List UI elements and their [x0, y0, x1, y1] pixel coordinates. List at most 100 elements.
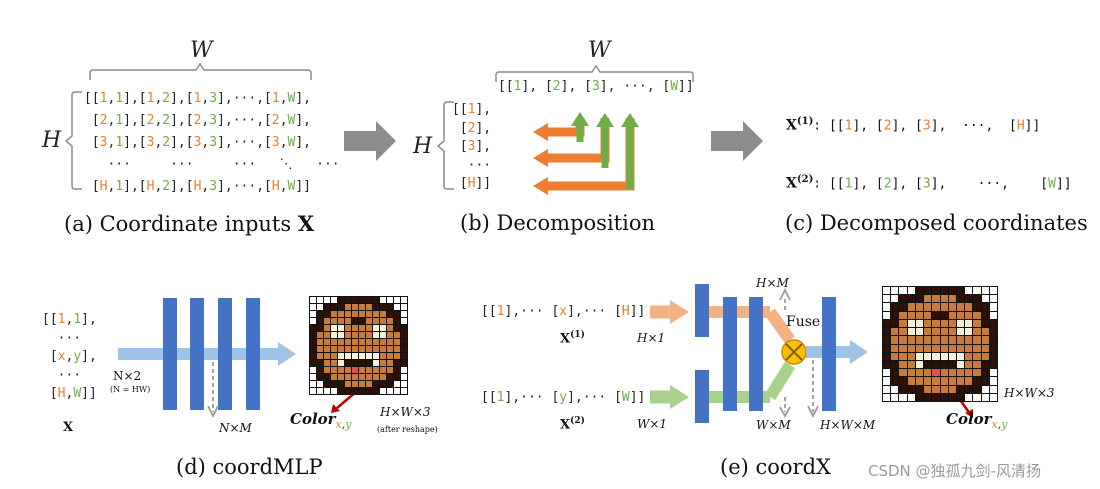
pixel: [373, 339, 379, 345]
bracket-token: : [[: [813, 118, 845, 134]
bracket-token: ],: [295, 135, 312, 150]
col-index-token: 3: [209, 113, 218, 128]
row-index-token: H: [1016, 118, 1025, 134]
pixel: [331, 339, 337, 345]
pixel: [965, 319, 973, 328]
bracket-token: ,: [107, 91, 116, 106]
pixel: [924, 385, 932, 393]
pixel: [352, 388, 358, 394]
pixel: [965, 360, 973, 369]
pixel: [989, 328, 997, 336]
pixel: [899, 377, 907, 385]
coordinate-line: [[1],: [452, 101, 491, 120]
pixel: [352, 304, 358, 310]
row-index-token: 1: [496, 304, 505, 319]
pixel: [352, 311, 358, 317]
bracket-token: ],[: [170, 135, 194, 150]
pixel: [373, 318, 379, 324]
pixel: [907, 319, 915, 328]
bracket-token: ,: [154, 91, 163, 106]
coordinate-line: ···: [452, 157, 492, 176]
pixel: [317, 353, 323, 359]
pixel: [387, 311, 393, 317]
pixel: [965, 311, 973, 319]
pixel: [401, 360, 407, 366]
pixel: [373, 367, 379, 373]
pixel: [883, 336, 891, 344]
pixel: [891, 328, 899, 336]
pixel: [965, 393, 973, 401]
caption-c: (c) Decomposed coordinates: [785, 211, 1088, 235]
pixel: [883, 369, 891, 377]
bracket-token: ,: [279, 135, 288, 150]
pixel: [932, 328, 940, 336]
pixel: [387, 367, 393, 373]
x2-input-row: [[1],··· [y],··· [W]]: [481, 390, 645, 405]
coordmlp-network: [118, 298, 358, 419]
bracket-token: ],···,[: [217, 135, 272, 150]
pixel: [883, 319, 891, 328]
row-index-token: 2: [99, 113, 108, 128]
bracket-token: ],··· [: [567, 390, 622, 405]
watermark: CSDN @独孤九剑-风清扬: [868, 462, 1041, 480]
pixel: [924, 311, 932, 319]
pixel: [324, 360, 330, 366]
pixel: [387, 381, 393, 387]
bracket-token: ,: [107, 179, 116, 194]
pixel: [989, 377, 997, 385]
pixel: [324, 353, 330, 359]
pixel: [373, 374, 379, 380]
hxm-label: H×M: [756, 276, 789, 290]
pixel: [366, 353, 372, 359]
wxm-label: W×M: [756, 418, 791, 432]
pixel: [899, 319, 907, 328]
pixel: [924, 369, 932, 377]
pixel: [973, 303, 981, 311]
pixel: [310, 360, 316, 366]
hxwx3-label-e: H×W×3: [1004, 386, 1055, 400]
pixel: [394, 353, 400, 359]
pixel: [924, 328, 932, 336]
pixel: [940, 369, 948, 377]
bracket-token: ],: [475, 139, 492, 154]
fuse-label: Fuse: [786, 314, 821, 330]
pixel: [924, 352, 932, 360]
row-index-token: x: [57, 349, 66, 364]
pixel: [973, 360, 981, 369]
pixel: [883, 328, 891, 336]
pixel: [373, 360, 379, 366]
decomposition-arrows: [533, 112, 639, 195]
pixel: [380, 381, 386, 387]
pixel: [981, 319, 989, 328]
pixel: [345, 318, 351, 324]
pixel: [387, 339, 393, 345]
pixel: [948, 344, 956, 352]
pixel: [899, 287, 907, 295]
bracket-token: ],: [81, 312, 97, 327]
pixel: [915, 377, 924, 385]
bracket-token: ], [: [521, 79, 553, 94]
col-index-token: 2: [552, 79, 561, 94]
pixel: [899, 369, 907, 377]
pixel: [366, 374, 372, 380]
pixel: [352, 360, 358, 366]
coordinate-line: [2],: [452, 120, 491, 139]
pixel: [899, 352, 907, 360]
pixel: [932, 303, 940, 311]
pixel: [401, 325, 407, 331]
pixel: [394, 346, 400, 352]
pixel: [940, 385, 948, 393]
pixel: [981, 328, 989, 336]
output-image-e: [882, 286, 998, 402]
col-index-token: 2: [162, 179, 171, 194]
pixel: [915, 385, 924, 393]
pixel: [907, 369, 915, 377]
pixel: [394, 332, 400, 338]
bracket-token: [: [452, 120, 468, 136]
row-index-token: 2: [193, 113, 202, 128]
pixel: [345, 388, 351, 394]
bracket-token: [[: [42, 312, 58, 327]
bracket-token: ],[: [170, 113, 194, 128]
pixel: [401, 311, 407, 317]
col-index-token: 3: [209, 179, 218, 194]
